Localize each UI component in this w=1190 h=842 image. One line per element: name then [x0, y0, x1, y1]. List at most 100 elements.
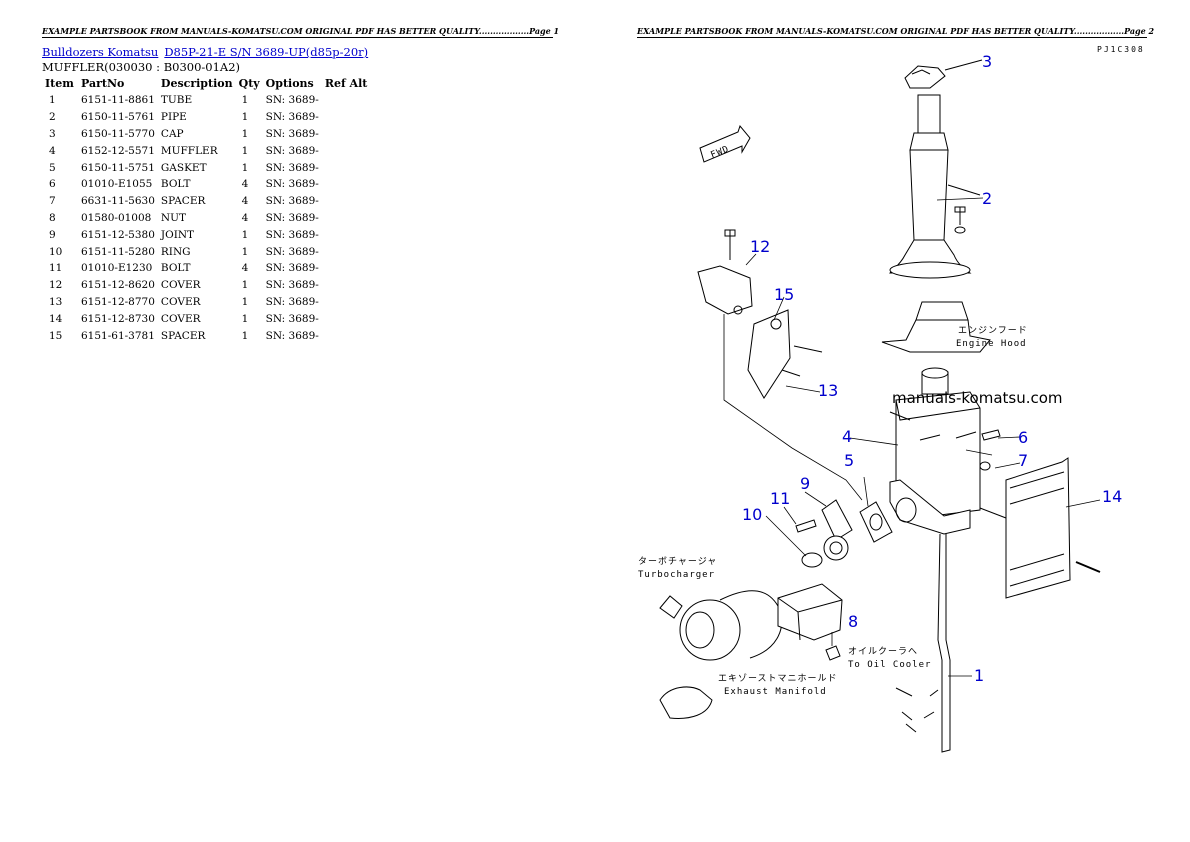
cell-item: 5 [49, 161, 56, 174]
cell-description: MUFFLER [160, 144, 218, 157]
muffler-parts-diagram: FWD エンジンフード Engine Hood [638, 52, 1122, 753]
engine-hood-jp-label: エンジンフード [958, 326, 1028, 336]
cell-item: 8 [49, 211, 56, 224]
cap-part [904, 59, 983, 89]
nut-part [825, 645, 841, 661]
turbocharger: ターボチャージャ Turbocharger [638, 556, 783, 661]
cell-description: PIPE [160, 111, 187, 124]
cell-options: SN: 3689- [265, 195, 319, 208]
cell-item: 13 [49, 295, 63, 308]
cell-qty: 1 [241, 329, 249, 342]
callout-4: 4 [842, 427, 852, 446]
callout-2: 2 [982, 189, 992, 208]
cell-item: 2 [49, 111, 56, 124]
cell-partno: 6151-12-8730 [81, 312, 155, 325]
cell-qty: 4 [241, 262, 249, 275]
oil-cooler-jp-label: オイルクーラへ [848, 646, 918, 657]
cell-item: 15 [49, 329, 63, 342]
callout-10: 10 [742, 505, 762, 524]
exhaust-manifold: エキゾーストマニホールド Exhaust Manifold [659, 583, 843, 719]
bolt-spacer-6-7 [979, 429, 1001, 471]
cell-partno: 6150-11-5761 [81, 111, 155, 124]
col-header-qty: Qty [238, 77, 260, 90]
cell-item: 12 [49, 279, 63, 292]
table-row: 14 6151-12-8730 COVER 1 SN: 3689- [42, 310, 370, 327]
cell-refalt [322, 243, 371, 260]
callout-1: 1 [974, 666, 984, 685]
col-header-options: Options [265, 77, 314, 90]
cell-item: 7 [49, 195, 56, 208]
section-title: MUFFLER(030030 : B0300-01A2) [42, 60, 241, 74]
cell-refalt [322, 210, 371, 227]
cell-partno: 6151-12-5380 [81, 228, 155, 241]
cell-options: SN: 3689- [265, 312, 319, 325]
breadcrumb-link-bulldozers[interactable]: Bulldozers Komatsu [42, 45, 159, 59]
callout-leaders [745, 197, 1101, 677]
callout-15: 15 [774, 285, 794, 304]
watermark: manuals-komatsu.com [892, 389, 1063, 407]
cover-part-14 [979, 457, 1101, 599]
callout-3: 3 [982, 52, 992, 71]
exhaust-jp-label: エキゾーストマニホールド [718, 673, 838, 684]
page-header-left: EXAMPLE PARTSBOOK FROM MANUALS-KOMATSU.C… [42, 26, 560, 38]
breadcrumb: Bulldozers Komatsu D85P-21-E S/N 3689-UP(… [42, 45, 374, 59]
breadcrumb-link-model[interactable]: D85P-21-E S/N 3689-UP(d85p-20r) [164, 45, 369, 59]
cell-refalt [322, 327, 371, 344]
cell-partno: 6151-12-8770 [81, 295, 155, 308]
cell-qty: 1 [241, 144, 249, 157]
cell-qty: 1 [241, 111, 249, 124]
cell-options: SN: 3689- [265, 178, 319, 191]
cell-partno: 6151-12-8620 [81, 279, 155, 292]
cell-description: TUBE [160, 94, 193, 107]
cell-qty: 1 [241, 94, 249, 107]
cell-qty: 1 [241, 228, 249, 241]
cell-options: SN: 3689- [265, 329, 319, 342]
cell-options: SN: 3689- [265, 211, 319, 224]
engine-hood: エンジンフード Engine Hood [881, 301, 1028, 353]
callout-11: 11 [770, 489, 790, 508]
cell-item: 3 [49, 127, 56, 140]
cell-description: COVER [160, 312, 201, 325]
fwd-arrow-icon: FWD [699, 124, 751, 163]
cell-partno: 6150-11-5770 [81, 127, 155, 140]
callout-14: 14 [1102, 487, 1122, 506]
cell-qty: 4 [241, 195, 249, 208]
cell-description: SPACER [160, 195, 206, 208]
cell-description: BOLT [160, 262, 191, 275]
cell-partno: 6151-11-8861 [81, 94, 155, 107]
callout-6: 6 [1018, 428, 1028, 447]
cell-options: SN: 3689- [265, 161, 319, 174]
cell-refalt [322, 92, 371, 109]
cell-refalt [322, 126, 371, 143]
cell-refalt [322, 176, 371, 193]
tube-part: オイルクーラへ To Oil Cooler [848, 533, 951, 753]
cell-qty: 4 [241, 178, 249, 191]
parts-table: Item PartNo Description Qty Options Ref … [42, 76, 370, 344]
col-header-partno: PartNo [81, 77, 125, 90]
cell-options: SN: 3689- [265, 279, 319, 292]
cell-partno: 6151-11-5280 [81, 245, 155, 258]
gasket-part [859, 501, 893, 543]
cell-item: 4 [49, 144, 56, 157]
cell-item: 6 [49, 178, 56, 191]
muffler-part [889, 367, 981, 535]
cell-item: 1 [49, 94, 56, 107]
cell-options: SN: 3689- [265, 94, 319, 107]
cell-item: 14 [49, 312, 63, 325]
callout-13: 13 [818, 381, 838, 400]
cell-refalt [322, 277, 371, 294]
cell-qty: 1 [241, 312, 249, 325]
cell-refalt [322, 193, 371, 210]
cell-description: COVER [160, 295, 201, 308]
oil-cooler-label: To Oil Cooler [848, 660, 931, 670]
cell-partno: 01010-E1230 [81, 262, 153, 275]
page-header-right: EXAMPLE PARTSBOOK FROM MANUALS-KOMATSU.C… [637, 26, 1155, 38]
cell-qty: 1 [241, 245, 249, 258]
pipe-part [889, 94, 981, 279]
cell-qty: 1 [241, 295, 249, 308]
cell-refalt [322, 226, 371, 243]
diagram-code: PJ1C308 [1097, 45, 1145, 54]
